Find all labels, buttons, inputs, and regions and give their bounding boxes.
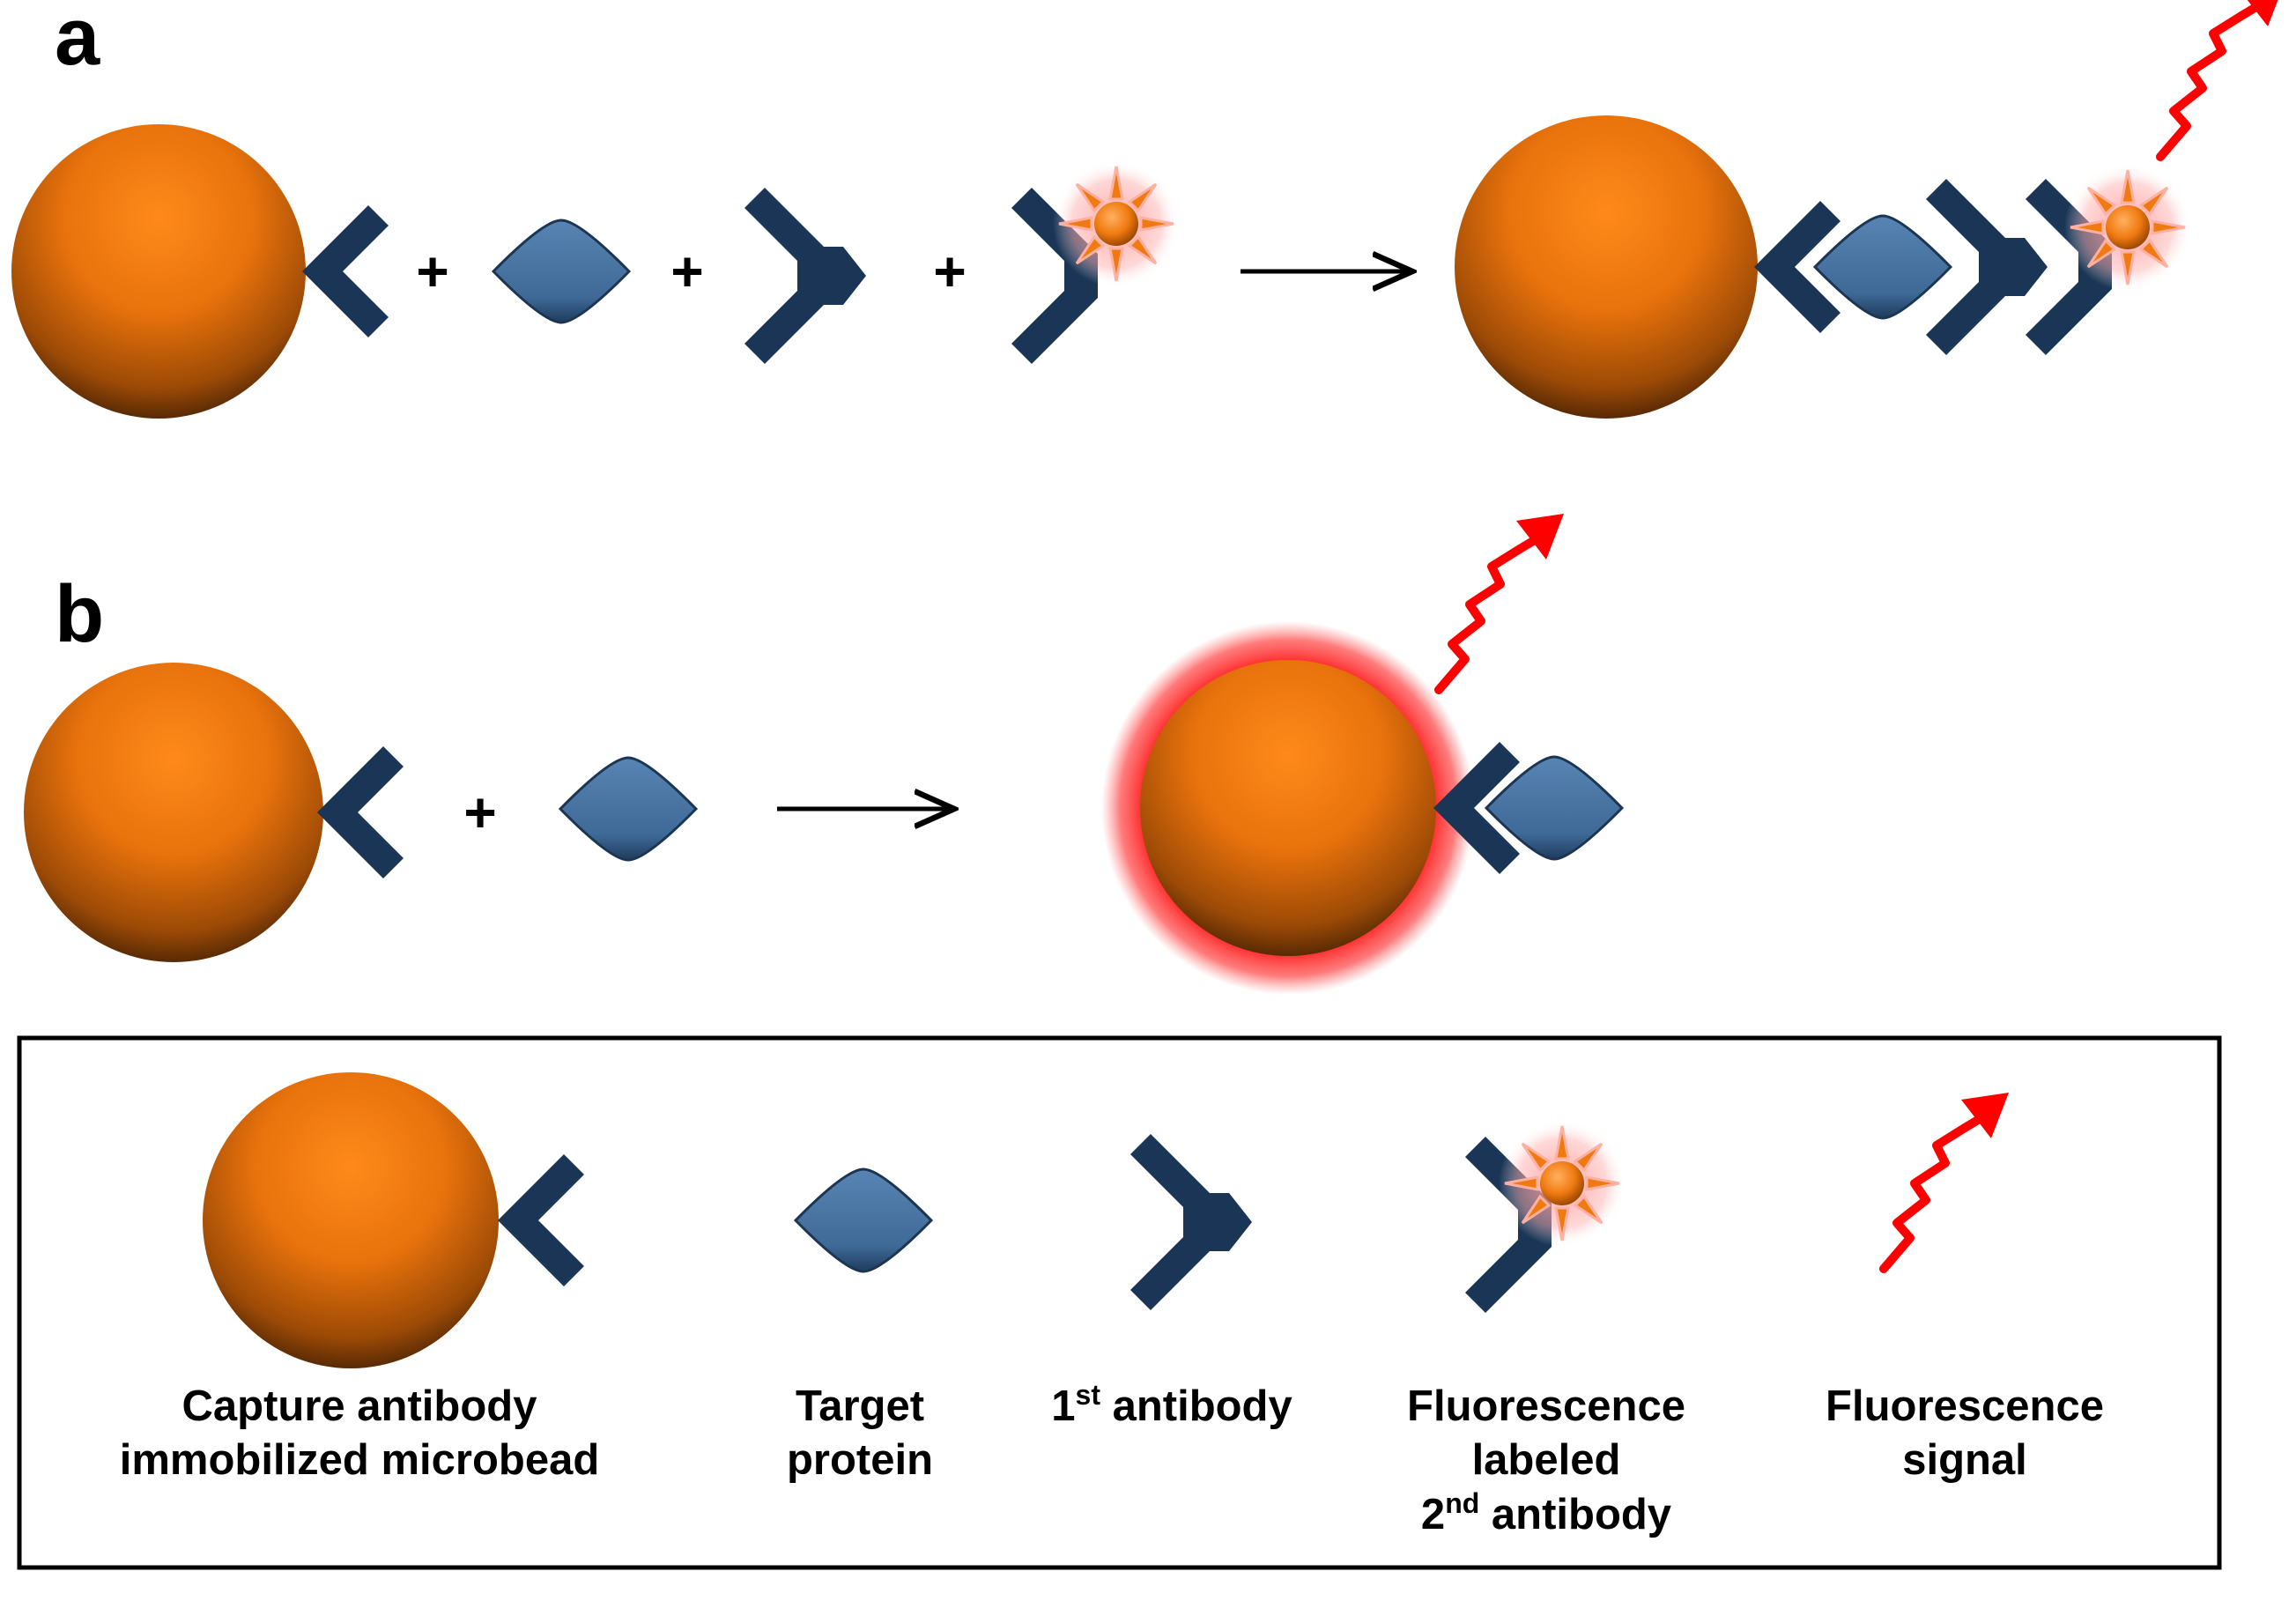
microbead bbox=[24, 663, 323, 962]
legend-protein: Target protein bbox=[787, 1167, 933, 1484]
legend-second-antibody: Fluorescence labeled 2nd antibody bbox=[1407, 1118, 1685, 1538]
legend-first-antibody-label: 1st antibody bbox=[1051, 1379, 1292, 1430]
microbead bbox=[203, 1072, 499, 1368]
panel-label-a: a bbox=[55, 0, 100, 82]
microbead bbox=[11, 124, 306, 419]
legend-box bbox=[17, 1035, 2222, 1570]
panel-b-complex bbox=[1101, 514, 1624, 995]
legend-signal-label-line1: Fluorescence bbox=[1826, 1382, 2104, 1430]
legend-protein-label-line2: protein bbox=[787, 1436, 933, 1484]
plus-sign: + bbox=[670, 240, 703, 303]
legend-second-antibody-label-line1: Fluorescence bbox=[1407, 1382, 1685, 1430]
plus-sign: + bbox=[416, 240, 448, 303]
panel-label-b: b bbox=[55, 569, 104, 659]
legend-second-antibody-label-line3: 2nd antibody bbox=[1421, 1487, 1671, 1538]
plus-sign: + bbox=[463, 781, 496, 844]
legend-signal: Fluorescence signal bbox=[1826, 1093, 2104, 1484]
legend-bead-label-line1: Capture antibody bbox=[182, 1382, 537, 1430]
legend-second-antibody-label-line2: labeled bbox=[1472, 1436, 1621, 1484]
microbead bbox=[1140, 660, 1436, 956]
microbead bbox=[1455, 115, 1758, 419]
panel-b-reactants: + bbox=[24, 663, 698, 962]
legend-bead: Capture antibody immobilized microbead bbox=[120, 1072, 600, 1484]
panel-a-complex bbox=[1455, 0, 2285, 419]
plus-sign: + bbox=[933, 240, 966, 303]
panel-a-reactants: + + + bbox=[11, 124, 1181, 419]
legend-bead-label-line2: immobilized microbead bbox=[120, 1436, 600, 1484]
legend-signal-label-line2: signal bbox=[1902, 1436, 2027, 1484]
legend-first-antibody: 1st antibody bbox=[1051, 1134, 1292, 1430]
legend-protein-label-line1: Target bbox=[796, 1382, 924, 1430]
